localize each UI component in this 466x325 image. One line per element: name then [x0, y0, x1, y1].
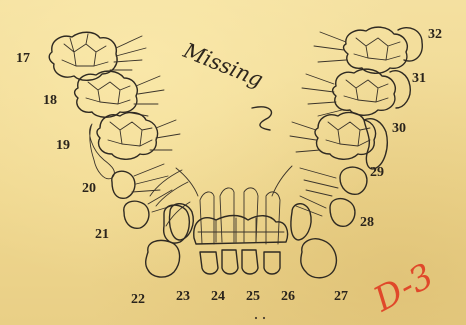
tooth-label-30: 30 [392, 121, 406, 136]
tooth-label-25: 25 [246, 289, 260, 304]
tooth-19-drawing [97, 113, 180, 160]
tooth-label-28: 28 [360, 215, 374, 230]
tooth-29-drawing [300, 167, 367, 196]
tooth-label-31: 31 [412, 71, 426, 86]
tooth-31-drawing [302, 69, 410, 116]
tooth-22-drawing [146, 240, 180, 277]
tooth-20-drawing [112, 164, 168, 198]
tooth-18-drawing [75, 71, 164, 117]
tooth-label-21: 21 [95, 227, 109, 242]
tooth-label-27: 27 [334, 289, 348, 304]
tooth-label-17: 17 [16, 51, 30, 66]
tooth-label-23: 23 [176, 289, 190, 304]
tooth-label-32: 32 [428, 27, 442, 42]
tooth-label-20: 20 [82, 181, 96, 196]
tooth-32-drawing [314, 27, 422, 73]
tooth-label-22: 22 [131, 292, 145, 307]
tooth-24-drawing [220, 188, 238, 274]
tooth-28-drawing [296, 196, 355, 226]
tooth-label-24: 24 [211, 289, 225, 304]
red-pencil-mark: D-3 [367, 256, 441, 320]
tooth-label-29: 29 [370, 165, 384, 180]
tooth-17-drawing [49, 32, 146, 80]
tooth-27-drawing [301, 239, 337, 278]
tooth-label-19: 19 [56, 138, 70, 153]
tooth-label-18: 18 [43, 93, 57, 108]
tooth-30-drawing [290, 113, 387, 169]
tooth-23-drawing [200, 192, 218, 274]
missing-note: Missing [179, 38, 266, 92]
tooth-26-drawing [264, 192, 280, 274]
tooth-label-26: 26 [281, 289, 295, 304]
